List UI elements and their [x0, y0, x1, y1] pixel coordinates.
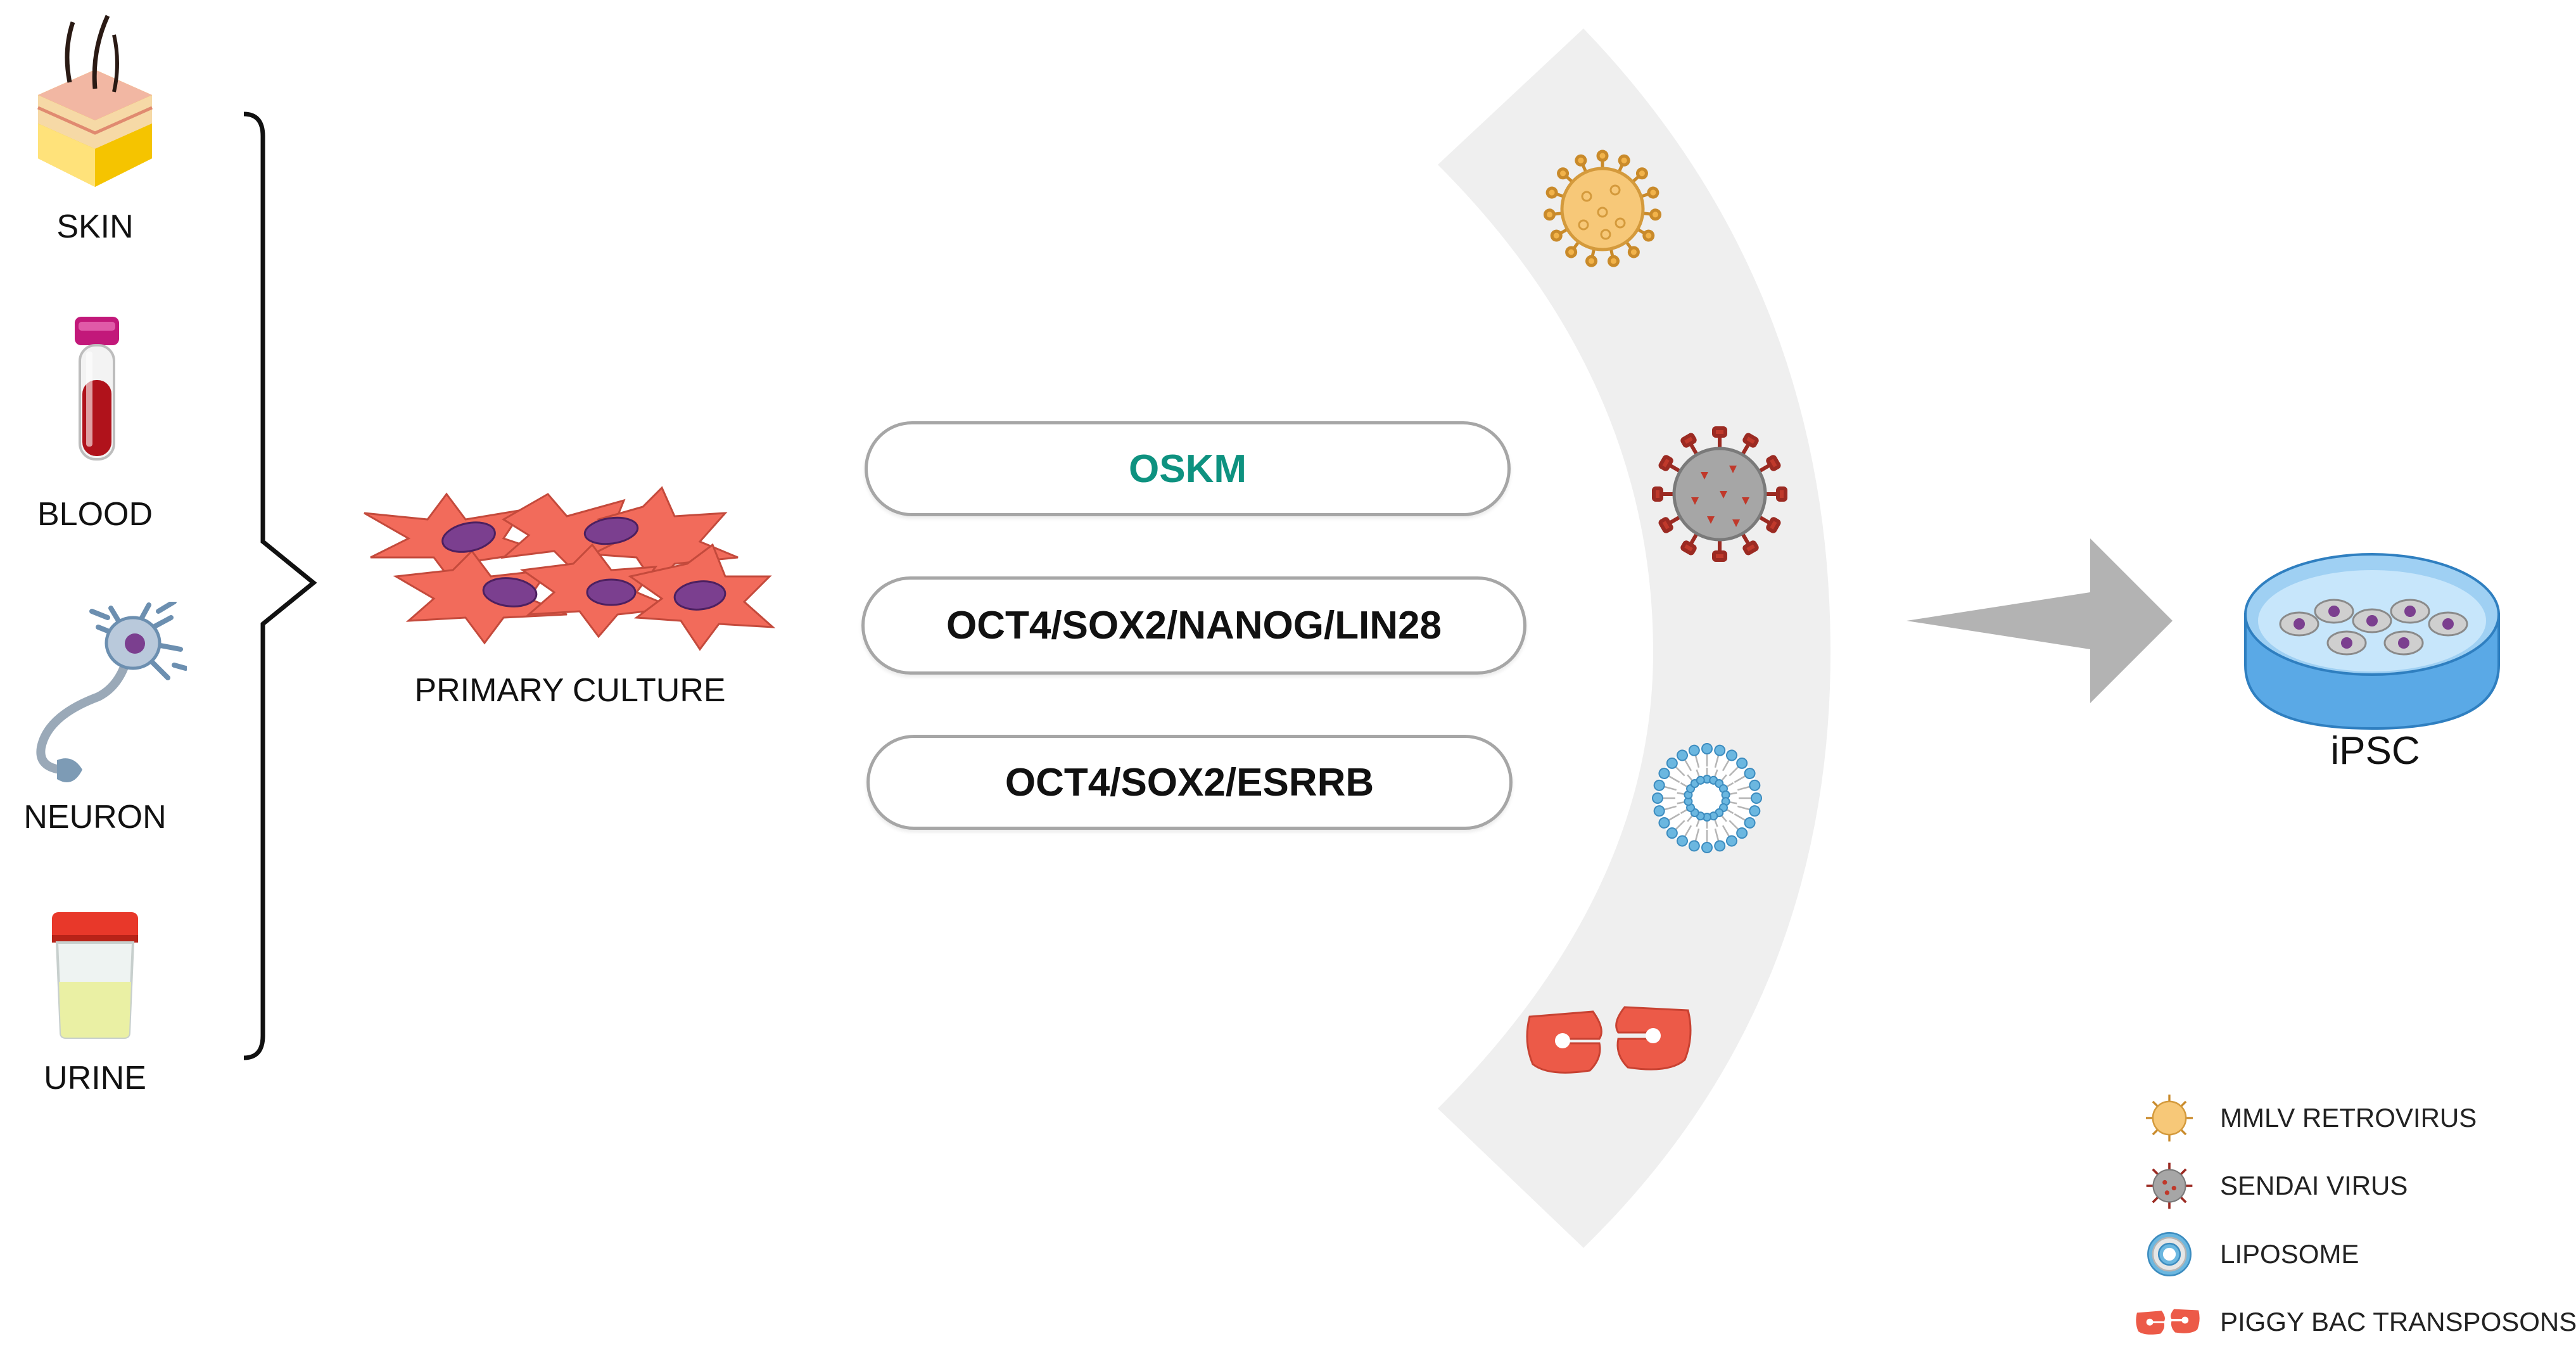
sendai-virus-icon [2144, 1160, 2195, 1211]
source-label-blood: BLOOD [37, 496, 153, 533]
neuron-icon [22, 602, 187, 792]
urine-cup-icon [51, 912, 139, 1039]
factor-pill-oct4-sox2-nanog-lin28: OCT4/SOX2/NANOG/LIN28 [861, 576, 1526, 675]
sendai-virus-icon [1650, 424, 1789, 564]
factor-label-oskm: OSKM [1129, 447, 1247, 491]
source-label-skin: SKIN [56, 208, 134, 245]
piggybac-transposon-icon [2135, 1297, 2201, 1347]
legend-label-piggybac-transposons: PIGGY BAC TRANSPOSONS [2220, 1307, 2576, 1337]
factor-label-oct4-sox2-esrrb: OCT4/SOX2/ESRRB [1005, 760, 1374, 804]
liposome-icon [2144, 1229, 2195, 1280]
legend-label-sendai-virus: SENDAI VIRUS [2220, 1171, 2408, 1200]
legend-label-liposome: LIPOSOME [2220, 1239, 2359, 1269]
petri-dish-icon [2236, 526, 2508, 735]
curly-bracket [241, 111, 323, 1061]
blood-tube-icon [68, 317, 125, 469]
factor-pill-oct4-sox2-esrrb: OCT4/SOX2/ESRRB [866, 735, 1513, 830]
primary-culture-label: PRIMARY CULTURE [414, 672, 726, 709]
ipsc-label: iPSC [2330, 729, 2420, 773]
legend-label-mmlv-retrovirus: MMLV RETROVIRUS [2220, 1103, 2477, 1133]
mmlv-retrovirus-icon [1542, 149, 1663, 269]
source-label-neuron: NEURON [23, 799, 167, 836]
piggybac-transposon-icon [1523, 1004, 1694, 1077]
delivery-vector-band [1419, 19, 1850, 1248]
factor-label-oct4-sox2-nanog-lin28: OCT4/SOX2/NANOG/LIN28 [946, 604, 1442, 647]
factor-pill-oskm: OSKM [865, 421, 1511, 516]
source-label-urine: URINE [44, 1060, 146, 1096]
reprogramming-arrow [1900, 532, 2179, 709]
liposome-icon [1647, 738, 1767, 858]
fibroblast-cells-icon [358, 481, 776, 659]
mmlv-retrovirus-icon [2144, 1093, 2195, 1143]
skin-icon [25, 13, 165, 196]
